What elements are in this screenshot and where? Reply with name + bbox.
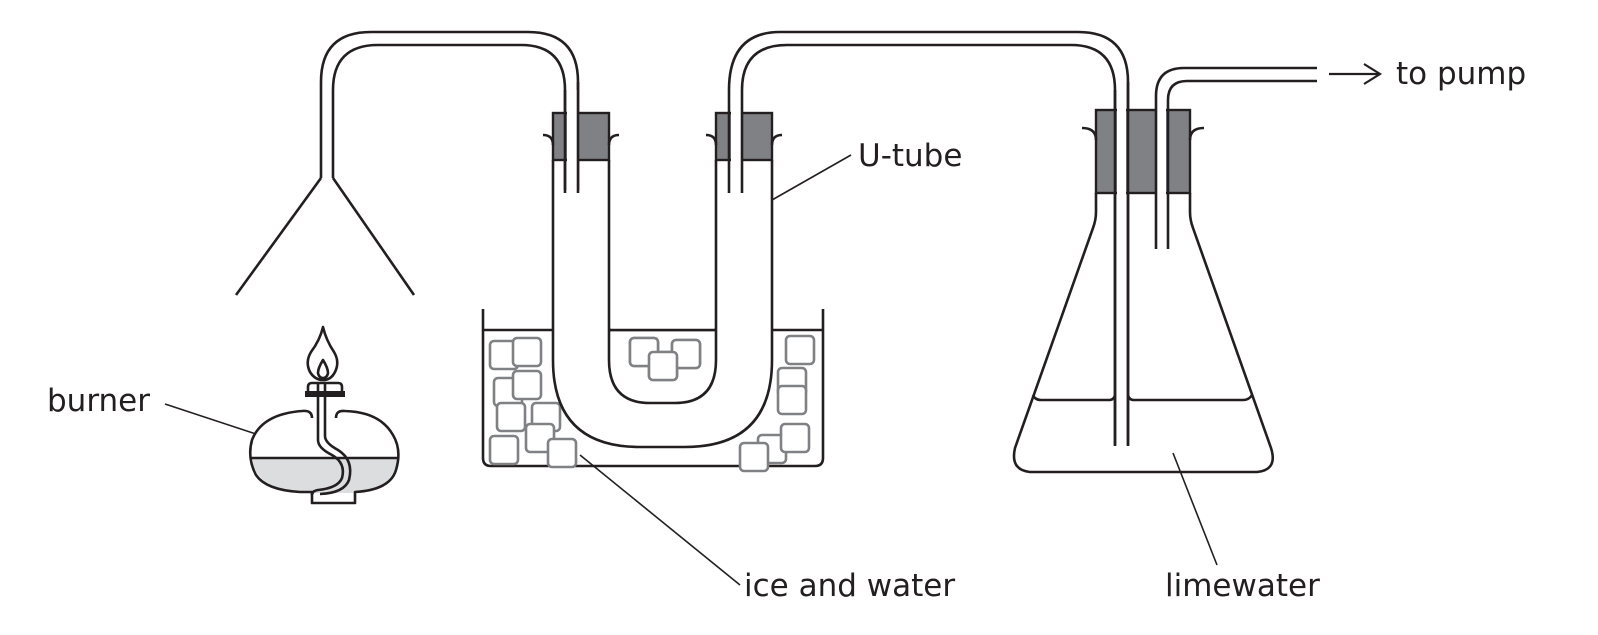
ice-cube (738, 441, 770, 473)
ice-cube (511, 336, 543, 368)
ice-cube (779, 422, 811, 454)
outlet-tube-inner (1166, 79, 1317, 249)
ice-cube (511, 369, 543, 401)
burner-fuel (252, 458, 398, 493)
label-limewater: limewater (1165, 568, 1320, 604)
delivery-tube-1-outer (319, 30, 580, 190)
flask-stopper (1094, 108, 1192, 195)
funnel-right (331, 177, 416, 296)
flask-stopper-lip-left (1081, 126, 1098, 141)
burner-wick (310, 382, 345, 496)
ice-cube (546, 437, 578, 469)
ice-cube (784, 334, 816, 366)
ice-cube (647, 350, 679, 382)
left-stopper-lip-left (542, 133, 555, 146)
label-burner: burner (47, 383, 150, 419)
label-u-tube: U-tube (858, 138, 962, 174)
leader-burner (164, 403, 257, 435)
flask-stopper-lip-right (1188, 126, 1205, 141)
flame-icon (306, 325, 339, 382)
delivery-tube-2-inner (740, 43, 1117, 445)
ice-cube (776, 384, 808, 416)
leader-u-tube (771, 154, 852, 201)
outlet-tube (1154, 63, 1383, 249)
limewater-surface-left (1031, 394, 1117, 402)
right-stopper-lip-left (705, 133, 718, 146)
ice-cubes-left (488, 336, 578, 469)
u-tube-right-stopper (714, 111, 774, 162)
funnel (234, 177, 323, 296)
leader-limewater (1172, 452, 1218, 566)
right-arrow-icon (1329, 63, 1383, 85)
ice-cube (495, 401, 527, 433)
ice-cube (488, 434, 520, 466)
burner-wick-inner (319, 382, 352, 496)
conical-flask (1012, 80, 1275, 474)
right-stopper-lip-right (770, 133, 783, 146)
burner-body (248, 409, 400, 505)
u-tube-inner (607, 160, 718, 405)
u-tube-outer (551, 160, 774, 449)
flask-outline (1012, 193, 1275, 474)
funnel-and-delivery-tube (234, 30, 580, 296)
left-stopper-lip-right (607, 133, 620, 146)
delivery-tube-2 (727, 30, 1130, 445)
burner (248, 325, 400, 505)
outlet-tube-outer (1154, 66, 1317, 249)
leader-ice-and-water (579, 454, 741, 586)
u-tube-left-stopper (551, 111, 611, 162)
delivery-tube-2-outer (727, 30, 1130, 445)
u-tube (542, 82, 783, 449)
delivery-tube-1-inner (331, 43, 567, 190)
beaker-outline (481, 309, 825, 468)
ice-cubes-right (738, 334, 816, 473)
limewater-surface-right (1126, 394, 1254, 402)
label-ice-and-water: ice and water (744, 568, 955, 604)
label-to-pump: to pump (1396, 56, 1526, 92)
inner-flame (316, 358, 330, 380)
